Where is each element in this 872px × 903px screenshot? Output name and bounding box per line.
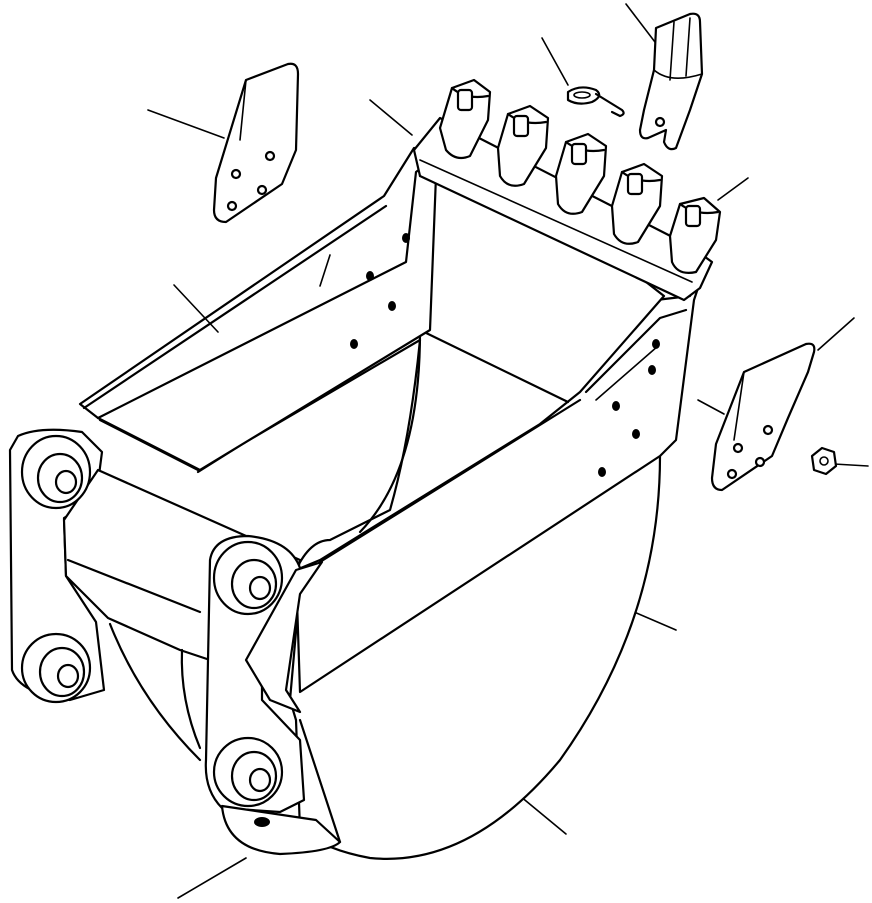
tooth-adapter-3	[554, 132, 608, 215]
leader-line-nut	[833, 463, 869, 467]
cutter-nut	[810, 446, 838, 476]
left-side-cutter	[212, 62, 300, 224]
front-mount-bracket	[204, 534, 342, 856]
tooth-adapters	[438, 78, 722, 274]
leader-line-tooth-tip	[625, 3, 659, 47]
leader-line-lock-pin	[541, 37, 569, 86]
leader-line-end-adapter	[717, 177, 749, 201]
lock-pin	[566, 86, 625, 118]
leader-line-tooth-adapter	[369, 99, 413, 136]
tooth-adapter-1	[438, 78, 492, 160]
rear-mount-bracket	[8, 428, 302, 762]
leader-line-cutter-bolt	[697, 399, 725, 415]
leader-line-left-side-cutter	[147, 109, 225, 139]
leader-line-bucket-bottom	[519, 795, 567, 835]
tooth-adapter-2	[496, 104, 550, 187]
tooth-adapter-5	[668, 196, 722, 274]
tooth-adapter-4	[610, 162, 664, 245]
right-side-cutter	[710, 342, 816, 492]
leader-line-right-side-cutter	[817, 317, 855, 351]
tooth-tip	[638, 12, 704, 151]
leader-line-boss	[177, 857, 247, 899]
